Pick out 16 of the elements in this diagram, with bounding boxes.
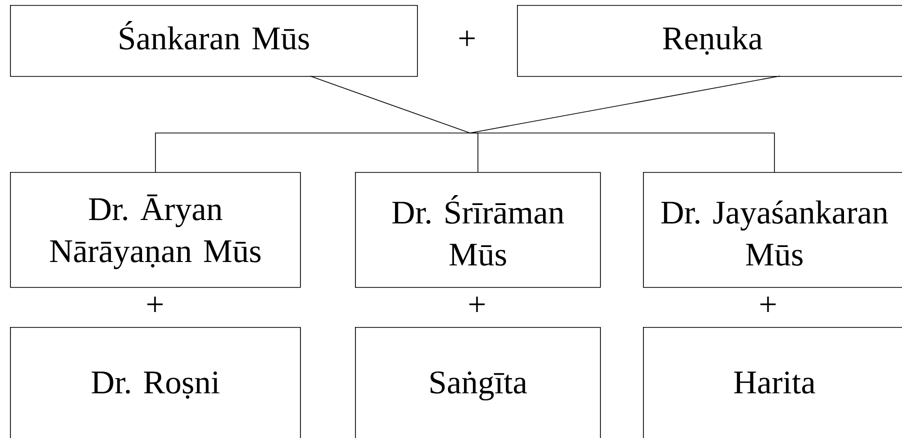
name-box: Śankaran Mūs	[10, 5, 418, 77]
plus-sign: +	[469, 296, 485, 312]
name-box: Dr. Roṣni	[10, 327, 301, 438]
name-box: Saṅgīta	[355, 327, 601, 438]
name-box: Harita	[643, 327, 902, 438]
name-box: Reṇuka	[517, 5, 902, 77]
plus-sign: +	[760, 296, 776, 312]
connector-line	[310, 76, 470, 134]
name-box: Dr. Āryan Nārāyaṇan Mūs	[10, 172, 301, 288]
connector-line	[155, 132, 470, 172]
name-box: Dr. Jayaśankaran Mūs	[643, 172, 902, 288]
connector-line	[470, 76, 780, 134]
plus-sign: +	[459, 30, 475, 46]
plus-sign: +	[147, 296, 163, 312]
connector-line	[470, 132, 775, 172]
name-box: Dr. Śrīrāman Mūs	[355, 172, 601, 288]
